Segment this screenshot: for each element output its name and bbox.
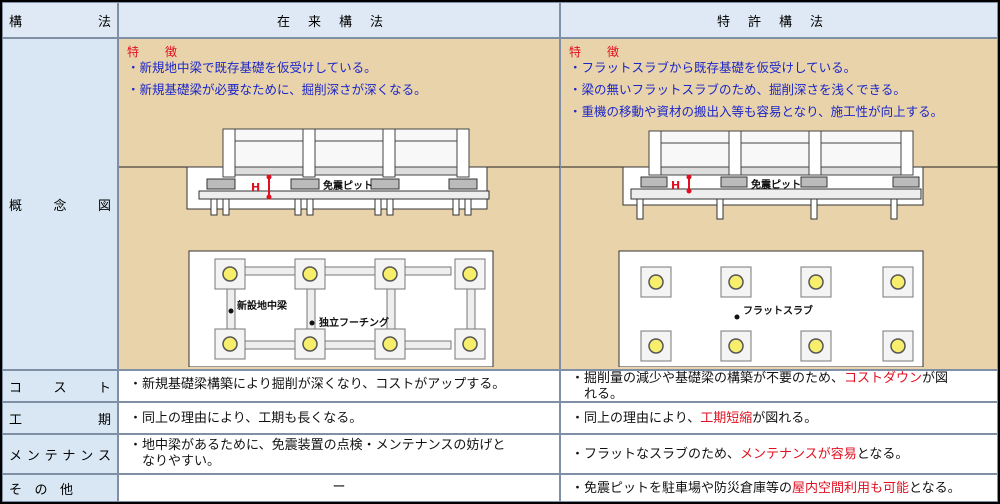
header-method-label: 構法 (3, 11, 117, 30)
patent-h-label: H (671, 179, 680, 192)
maintenance-conventional-cell: ・地中梁があるために、免震装置の点検・メンテナンスの妨げと なりやすい。 (118, 434, 560, 474)
conventional-h-label: H (251, 181, 260, 194)
patent-feature-1: ・フラットスラブから既存基礎を仮受けしている。 (569, 60, 857, 75)
patent-feature-title: 特徴 (569, 45, 646, 59)
conventional-plan-diagram: 新設地中梁 独立フーチング (188, 250, 494, 367)
header-method-cell: 構法 (2, 2, 118, 38)
label-char: そ (9, 482, 23, 498)
conventional-concept-cell: 特徴 ・新規地中梁で既存基礎を仮受けしている。 ・新規基礎梁が必要なために、掘削… (118, 38, 561, 370)
label-char: ナ (62, 448, 76, 464)
new-beam-label: 新設地中梁 (237, 299, 288, 312)
patent-section-diagram: H 免震ピット (561, 130, 999, 220)
conventional-feature-1: ・新規地中梁で既存基礎を仮受けしている。 (127, 60, 377, 75)
conventional-section-diagram: H 免震ピット (119, 128, 561, 216)
concept-label-cell: 概念図 (2, 38, 118, 370)
header-conventional-label: 在来構法 (276, 14, 401, 30)
label-char: 法 (97, 14, 111, 30)
other-patent-text: ・免震ピットを駐車場や防災倉庫等の (571, 481, 793, 496)
label-char: テ (44, 448, 58, 464)
schedule-patent-highlight: 工期短縮 (700, 411, 753, 426)
other-conventional-text: ー (332, 480, 346, 495)
cost-conventional-cell: ・新規基礎梁構築により掘削が深くなり、コストがアップする。 (118, 370, 560, 402)
schedule-conventional-cell: ・同上の理由により、工期も長くなる。 (118, 402, 560, 434)
label-char: 期 (97, 412, 111, 428)
patent-feature-3: ・重機の移動や資材の搬出入等も容易となり、施工性が向上する。 (569, 104, 944, 119)
label-char: の (34, 482, 48, 498)
label-char: 工 (9, 412, 23, 428)
other-label: その他 (3, 479, 117, 498)
maintenance-patent-highlight: メンテナンスが容易 (740, 447, 857, 462)
cost-label-cell: コスト (2, 370, 118, 402)
label-char: 概 (9, 198, 23, 214)
cost-label: コスト (3, 377, 117, 396)
label-char: ン (80, 448, 94, 464)
header-conventional-cell: 在来構法 (118, 2, 560, 38)
concept-label: 概念図 (3, 195, 117, 214)
schedule-conventional-text: ・同上の理由により、工期も長くなる。 (129, 411, 363, 426)
schedule-label-cell: 工期 (2, 402, 118, 434)
maintenance-label: メンテナンス (3, 445, 117, 464)
label-char: 構 (9, 14, 23, 30)
label-char: 他 (59, 482, 73, 498)
maintenance-conventional-line1: ・地中梁があるために、免震装置の点検・メンテナンスの妨げと (129, 438, 506, 453)
patent-pit-label: 免震ピット (751, 178, 801, 191)
other-conventional-cell: ー (118, 474, 560, 502)
maintenance-patent-text: ・フラットなスラブのため、 (571, 447, 741, 462)
patent-feature-2: ・梁の無いフラットスラブのため、掘削深さを浅くできる。 (569, 82, 906, 97)
schedule-label: 工期 (3, 409, 117, 428)
conventional-feature-title: 特徴 (127, 45, 204, 59)
label-char: ス (97, 448, 111, 464)
other-patent-suffix: となる。 (909, 481, 961, 496)
conventional-feature-2: ・新規基礎梁が必要なために、掘削深さが深くなる。 (127, 82, 427, 97)
label-char: 図 (97, 198, 111, 214)
cost-patent-cell: ・掘削量の減少や基礎梁の構築が不要のため、コストダウンが図 れる。 (560, 370, 998, 402)
patent-features: ・フラットスラブから既存基礎を仮受けしている。 ・梁の無いフラットスラブのため、… (569, 57, 943, 123)
header-patent-label: 特許構法 (716, 14, 841, 30)
schedule-patent-suffix: が図れる。 (752, 411, 818, 426)
other-label-cell: その他 (2, 474, 118, 502)
label-char: 念 (53, 198, 67, 214)
other-patent-highlight: 屋内空間利用も可能 (792, 481, 910, 496)
flat-slab-label: フラットスラブ (743, 304, 813, 317)
schedule-patent-cell: ・同上の理由により、工期短縮が図れる。 (560, 402, 998, 434)
label-char: ス (53, 380, 67, 396)
maintenance-conventional-line2: なりやすい。 (142, 454, 221, 469)
maintenance-patent-cell: ・フラットなスラブのため、メンテナンスが容易となる。 (560, 434, 998, 474)
maintenance-patent-suffix: となる。 (856, 447, 909, 462)
conventional-pit-label: 免震ピット (323, 179, 373, 192)
label-char: メ (9, 448, 23, 464)
other-patent-cell: ・免震ピットを駐車場や防災倉庫等の屋内空間利用も可能となる。 (560, 474, 998, 502)
cost-patent-line1: ・掘削量の減少や基礎梁の構築が不要のため、コストダウンが図 (571, 371, 949, 386)
footing-label: 独立フーチング (319, 316, 389, 329)
cost-patent-line2: れる。 (584, 387, 624, 402)
conventional-features: ・新規地中梁で既存基礎を仮受けしている。 ・新規基礎梁が必要なために、掘削深さが… (127, 57, 427, 101)
label-char: ン (26, 448, 40, 464)
label-char: ト (97, 380, 111, 396)
patent-plan-diagram: フラットスラブ (618, 250, 924, 367)
schedule-patent-text: ・同上の理由により、 (571, 411, 701, 426)
label-char: コ (9, 380, 23, 396)
cost-conventional-text: ・新規基礎梁構築により掘削が深くなり、コストがアップする。 (129, 377, 506, 392)
header-patent-cell: 特許構法 (560, 2, 998, 38)
maintenance-label-cell: メンテナンス (2, 434, 118, 474)
patent-concept-cell: 特徴 ・フラットスラブから既存基礎を仮受けしている。 ・梁の無いフラットスラブの… (560, 38, 999, 370)
